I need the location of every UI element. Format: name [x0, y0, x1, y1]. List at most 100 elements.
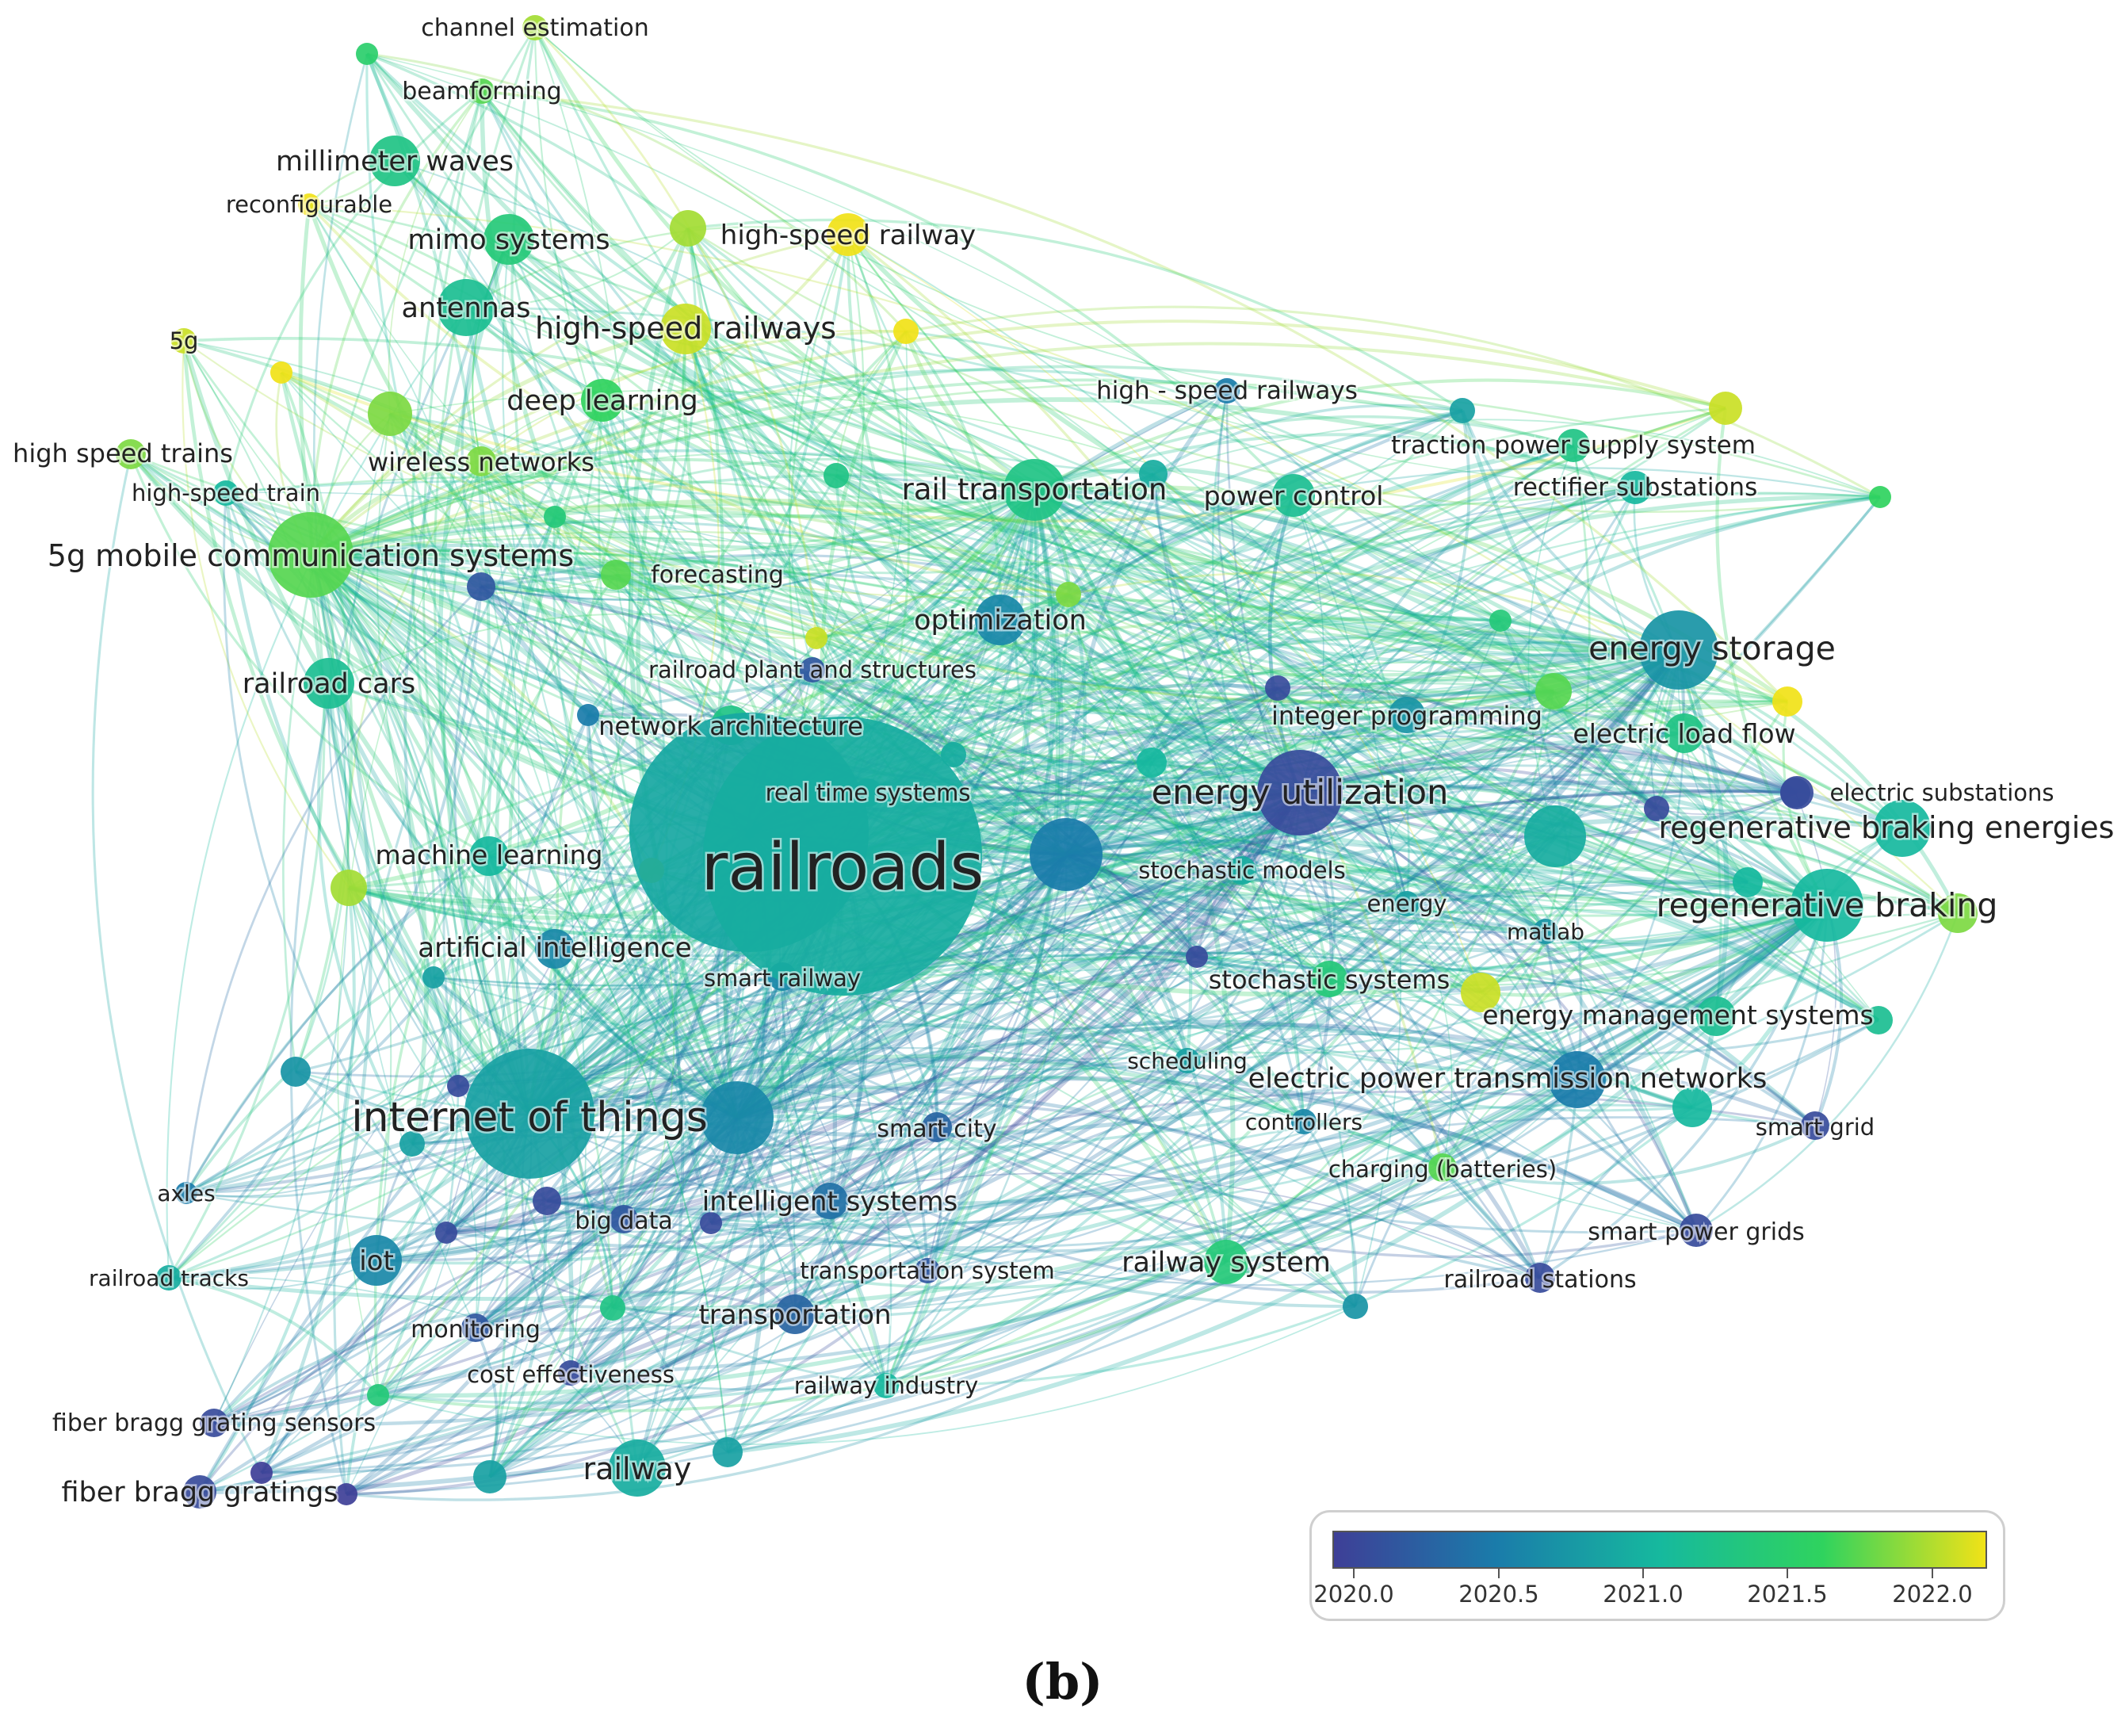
label-high-speed-railways: high-speed railways	[535, 311, 836, 346]
co-occurrence-link	[183, 337, 1408, 717]
co-occurrence-link	[480, 571, 1828, 907]
co-occurrence-link	[348, 887, 478, 1329]
co-occurrence-link	[310, 554, 831, 1202]
co-occurrence-link	[736, 880, 1959, 1119]
node-scheduling	[1175, 1048, 1200, 1073]
co-occurrence-link	[310, 520, 1278, 690]
co-occurrence-link	[1034, 489, 1305, 1122]
co-occurrence-link	[602, 399, 1153, 763]
co-occurrence-link	[261, 881, 1749, 1474]
node-n-purple-4	[250, 1462, 273, 1484]
co-occurrence-link	[445, 791, 1301, 1234]
co-occurrence-link	[529, 699, 1788, 1115]
label-smart-railway: smart railway	[704, 965, 861, 992]
label-channel-estimation: channel estimation	[421, 14, 649, 42]
node-high-speed-railway	[827, 213, 869, 256]
node-internet-of-things	[464, 1049, 594, 1179]
co-occurrence-link	[185, 951, 1717, 1195]
co-occurrence-link	[308, 203, 1547, 932]
co-occurrence-link	[1066, 593, 1301, 795]
co-occurrence-link	[1211, 390, 1331, 980]
co-occurrence-link	[168, 1275, 728, 1453]
co-occurrence-link	[445, 904, 1829, 1249]
co-occurrence-link	[212, 1305, 613, 1424]
co-occurrence-link	[308, 203, 1069, 596]
co-occurrence-link	[225, 475, 1959, 915]
co-occurrence-link	[475, 904, 1829, 1333]
co-occurrence-link	[328, 613, 817, 684]
co-occurrence-link	[445, 869, 1243, 1234]
co-occurrence-link	[1033, 489, 1087, 855]
co-occurrence-link	[1067, 594, 1330, 981]
co-occurrence-link	[198, 832, 751, 1493]
co-occurrence-link	[1695, 912, 1959, 1232]
co-occurrence-link	[308, 553, 430, 1145]
co-occurrence-link	[1299, 791, 1698, 1231]
co-occurrence-link	[1554, 834, 1828, 910]
co-occurrence-link	[129, 453, 490, 858]
co-occurrence-link	[308, 553, 575, 1374]
node-n-teal-ec4	[1672, 1088, 1712, 1127]
co-occurrence-link	[213, 473, 1155, 1424]
co-occurrence-link	[488, 1269, 928, 1478]
co-occurrence-link	[309, 90, 483, 556]
co-occurrence-link	[168, 489, 1036, 1279]
co-occurrence-link	[1150, 444, 1574, 763]
co-occurrence-link	[1065, 804, 1749, 885]
co-occurrence-link	[736, 853, 1068, 1120]
co-occurrence-link	[480, 460, 1828, 908]
co-occurrence-link	[546, 903, 1829, 1218]
co-occurrence-link	[999, 619, 1408, 905]
co-occurrence-link	[1187, 648, 1681, 1063]
label-high-speed-railways-spaced: high - speed railways	[1096, 377, 1358, 405]
co-occurrence-link	[867, 791, 1828, 946]
node-n-purple-ec1	[1265, 675, 1290, 701]
co-occurrence-link	[927, 827, 1904, 1272]
co-occurrence-link	[310, 543, 1301, 794]
co-occurrence-link	[528, 863, 1959, 1115]
co-occurrence-link	[198, 1218, 625, 1493]
node-transportation-system	[915, 1258, 940, 1283]
co-occurrence-link	[835, 331, 907, 476]
co-occurrence-link	[376, 648, 1680, 1263]
co-occurrence-link	[736, 1042, 1188, 1119]
label-big-data: big data	[575, 1207, 673, 1235]
co-occurrence-link	[1406, 706, 1796, 794]
label-5g: 5g	[170, 327, 199, 354]
co-occurrence-link	[310, 553, 1542, 1279]
node-n-teal-ec5	[1864, 1006, 1893, 1034]
node-n-teal-ec2	[1450, 398, 1475, 423]
co-occurrence-link	[310, 553, 1330, 980]
node-n-yellow-right	[1709, 392, 1742, 425]
node-machine-learning	[469, 836, 509, 876]
co-occurrence-link	[365, 53, 739, 1118]
co-occurrence-link	[1539, 904, 1829, 1279]
co-occurrence-link	[782, 835, 1556, 995]
co-occurrence-link	[884, 489, 1061, 1387]
co-occurrence-link	[683, 327, 1301, 795]
co-occurrence-link	[726, 489, 1038, 1454]
co-occurrence-link	[811, 667, 1301, 799]
co-occurrence-link	[185, 869, 652, 1195]
co-occurrence-link	[727, 620, 1501, 1453]
co-occurrence-link	[1065, 841, 1408, 906]
co-occurrence-link	[727, 487, 1637, 1454]
co-occurrence-link	[885, 1106, 1693, 1387]
co-occurrence-link	[487, 855, 739, 1120]
co-occurrence-link	[1302, 1121, 1358, 1307]
co-occurrence-link	[185, 714, 590, 1195]
co-occurrence-link	[1065, 839, 1879, 1022]
co-occurrence-link	[529, 1113, 1697, 1287]
co-occurrence-link	[488, 1117, 739, 1478]
co-occurrence-link	[308, 203, 1680, 653]
node-high-speed-trains	[116, 439, 146, 469]
co-occurrence-link	[736, 1116, 1541, 1294]
co-occurrence-link	[1034, 415, 1574, 491]
co-occurrence-link	[1068, 594, 1828, 907]
node-n-teal-rs	[941, 742, 966, 767]
co-occurrence-link	[224, 90, 483, 494]
co-occurrence-link	[842, 850, 1817, 1127]
co-occurrence-link	[480, 90, 668, 1220]
co-occurrence-link	[885, 407, 1726, 1386]
co-occurrence-link	[309, 233, 849, 556]
